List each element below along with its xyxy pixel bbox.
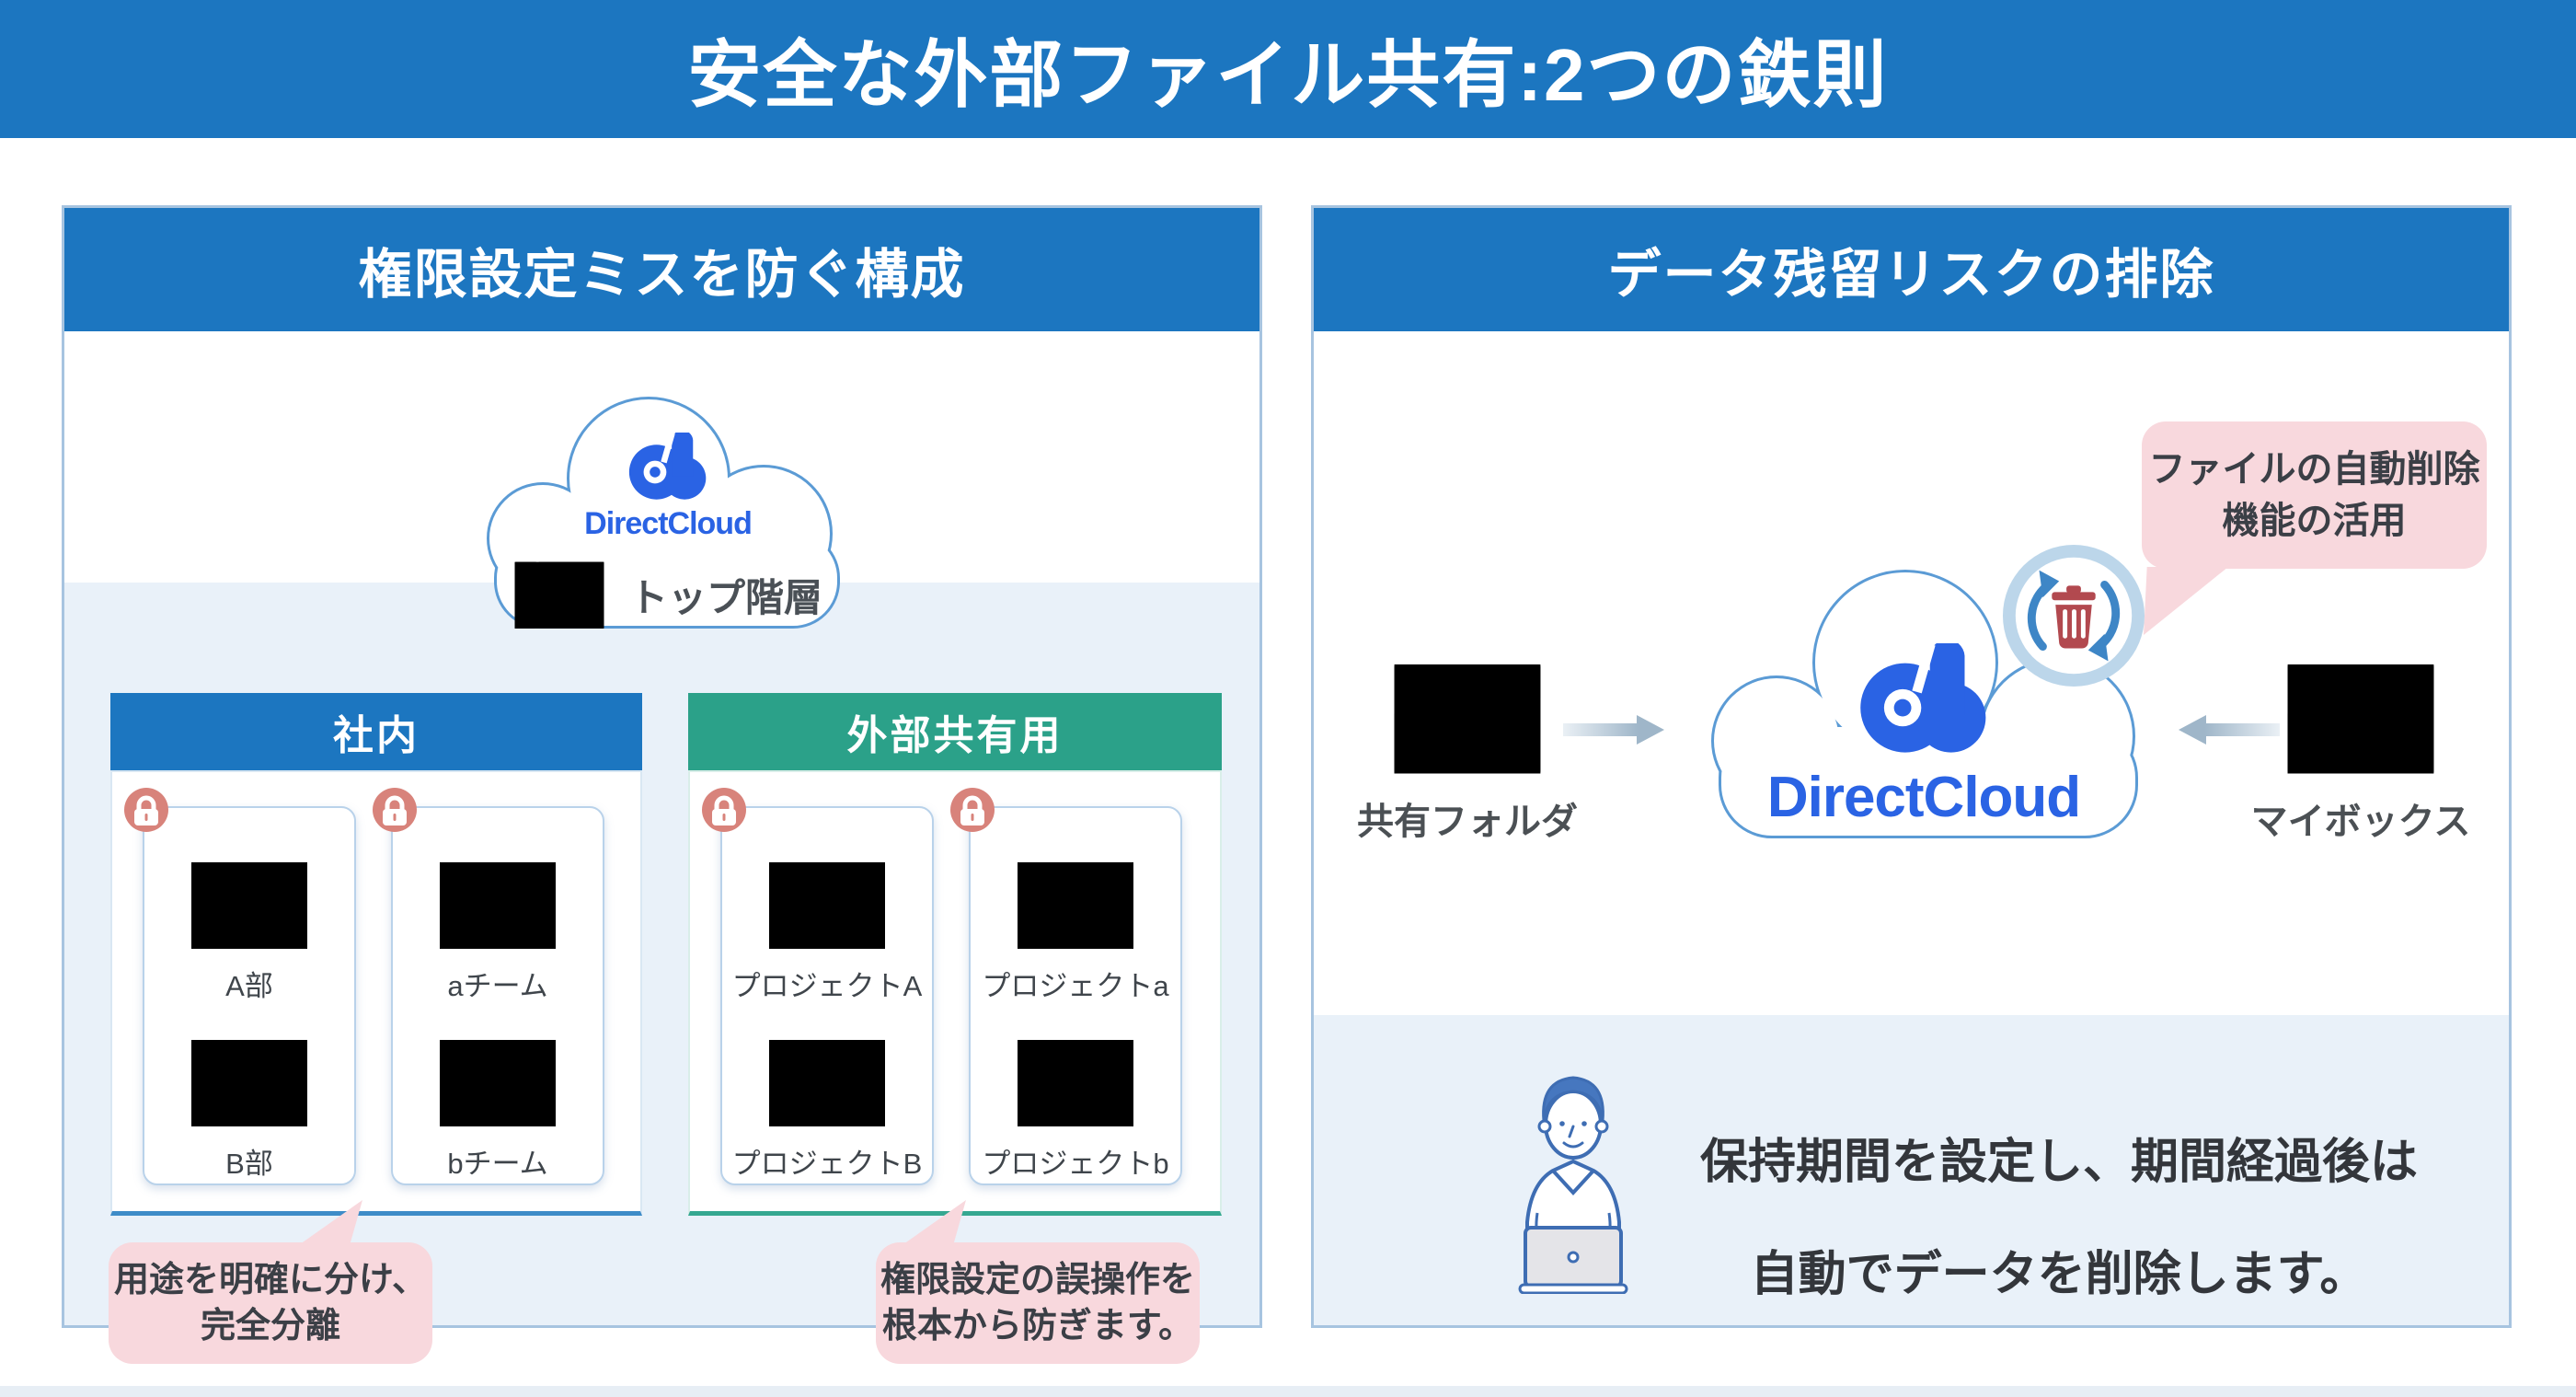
folder-card: A部 B部 [143, 806, 356, 1185]
folder-card: プロジェクトa プロジェクトb [969, 806, 1182, 1185]
right-panel-blue-area [1314, 1015, 2509, 1325]
folder-label: B部 [225, 1148, 273, 1180]
folder-icon [1018, 862, 1133, 949]
retention-caption: 保持期間を設定し、期間経過後は 自動でデータを削除します。 [1654, 1106, 2464, 1331]
callout-text: 権限設定の誤操作を [880, 1261, 1195, 1299]
folder-label: プロジェクトb [982, 1148, 1169, 1180]
lock-icon [702, 788, 746, 832]
caption-line: 保持期間を設定し、期間経過後は [1699, 1136, 2418, 1189]
lock-icon [124, 788, 168, 832]
folder-label: A部 [225, 970, 273, 1002]
right-panel-header: データ残留リスクの排除 [1314, 208, 2509, 331]
folder-icon [769, 1040, 885, 1126]
mybox-folder-icon [2287, 664, 2434, 774]
directcloud-logo-icon [1860, 643, 1986, 753]
bottom-edge-strip [0, 1386, 2576, 1397]
callout-text: 根本から防ぎます。 [881, 1307, 1194, 1345]
panel-permission-structure: 権限設定ミスを防ぐ構成 [62, 205, 1262, 1328]
group-external-sharing: 外部共有用 プロジェクトA プロジェクトB プロジェクトa [688, 693, 1222, 1216]
caption-line: 自動でデータを削除します。 [1750, 1248, 2368, 1301]
left-panel-body: DirectCloud トップ階層 社内 A部 [64, 331, 1259, 1325]
lock-icon [373, 788, 417, 832]
arrow-left-icon [2179, 715, 2280, 745]
folder-card: aチーム bチーム [391, 806, 604, 1185]
directcloud-cloud-right: DirectCloud [1671, 557, 2177, 870]
folder-icon [191, 1040, 307, 1126]
title-banner: 安全な外部ファイル共有:2つの鉄則 [0, 0, 2576, 138]
directcloud-wordmark: DirectCloud [584, 506, 753, 541]
folder-label: プロジェクトA [731, 970, 923, 1002]
group-internal: 社内 A部 B部 aチーム bチーム [110, 693, 642, 1216]
directcloud-logo-icon [628, 433, 707, 500]
callout-text: ファイルの自動削除 [2148, 449, 2480, 490]
group-internal-title: 社内 [333, 713, 420, 758]
right-panel-body: DirectCloud [1314, 331, 2509, 1325]
left-panel-title: 権限設定ミスを防ぐ構成 [358, 245, 966, 305]
group-external-title: 外部共有用 [846, 713, 1064, 758]
person-laptop-illustration [1518, 1076, 1628, 1294]
auto-delete-badge [2002, 544, 2145, 687]
cloud-shape [1711, 570, 2138, 838]
folder-icon [440, 862, 556, 949]
folder-label: プロジェクトa [982, 970, 1169, 1002]
callout-prevent-misoperation: 権限設定の誤操作を 根本から防ぎます。 [876, 1242, 1200, 1364]
folder-label: aチーム [447, 970, 548, 1002]
page-title: 安全な外部ファイル共有:2つの鉄則 [687, 34, 1889, 116]
folder-card: プロジェクトA プロジェクトB [720, 806, 934, 1185]
left-panel-header: 権限設定ミスを防ぐ構成 [64, 208, 1259, 331]
folder-icon [440, 1040, 556, 1126]
directcloud-wordmark: DirectCloud [1766, 766, 2081, 829]
top-hierarchy-label: トップ階層 [628, 575, 822, 619]
arrow-right-icon [1563, 715, 1664, 745]
folder-label: プロジェクトB [731, 1148, 923, 1180]
callout-separate-usage: 用途を明確に分け、 完全分離 [109, 1242, 432, 1364]
folder-label: bチーム [447, 1148, 548, 1180]
callout-text: 完全分離 [200, 1307, 340, 1345]
lock-icon [950, 788, 995, 832]
shared-folder-label: 共有フォルダ [1357, 802, 1578, 842]
callout-auto-delete-feature: ファイルの自動削除 機能の活用 [2142, 421, 2487, 569]
folder-icon [1018, 1040, 1133, 1126]
folder-icon [514, 561, 604, 629]
folder-icon [769, 862, 885, 949]
folder-icon [191, 862, 307, 949]
right-panel-title: データ残留リスクの排除 [1607, 245, 2215, 305]
callout-text: 用途を明確に分け、 [113, 1261, 428, 1299]
shared-folder-icon [1394, 664, 1541, 774]
callout-text: 機能の活用 [2222, 501, 2407, 541]
panel-data-retention: データ残留リスクの排除 [1311, 205, 2512, 1328]
directcloud-cloud-left: DirectCloud トップ階層 [451, 387, 885, 663]
mybox-folder-label: マイボックス [2250, 802, 2471, 842]
